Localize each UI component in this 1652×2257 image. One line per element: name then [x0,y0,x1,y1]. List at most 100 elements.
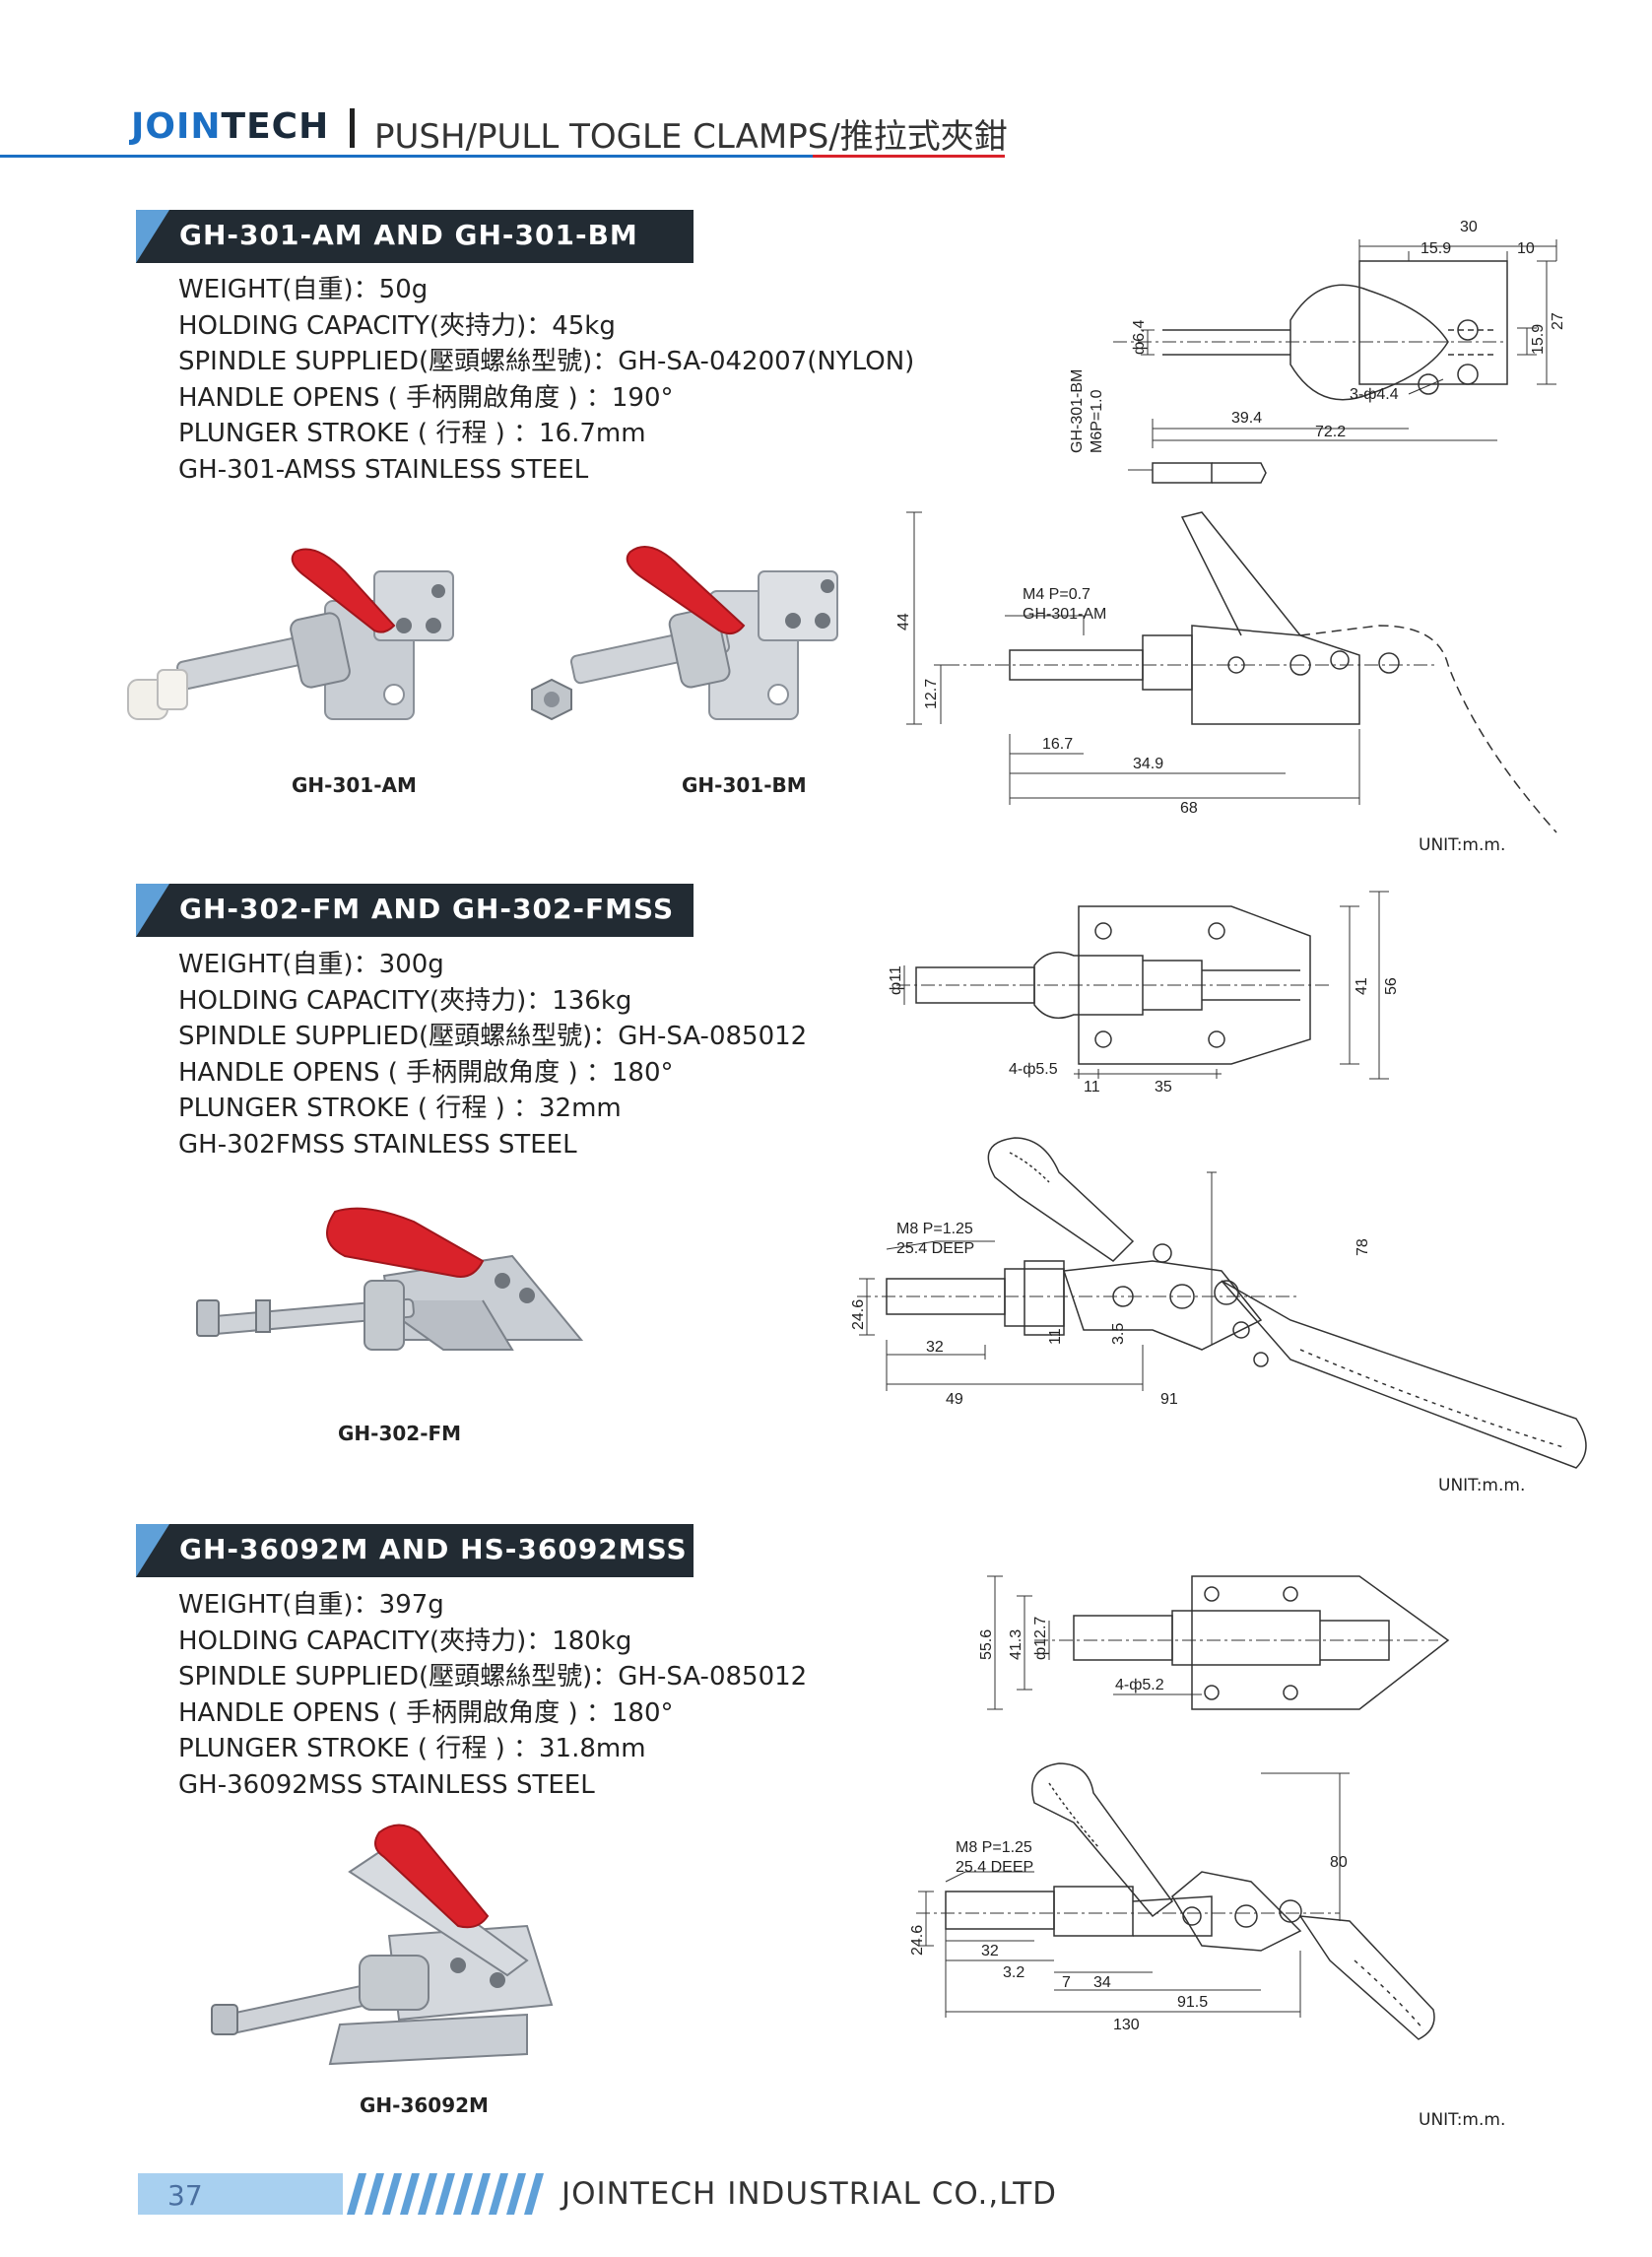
dim-label: 10 [1517,240,1535,257]
header-rule-red [813,155,1005,158]
section-title: GH-301-AM AND GH-301-BM [179,219,638,251]
dim-label: 41.3 [1008,1629,1024,1660]
dim-label: 3.2 [1003,1964,1024,1981]
technical-drawing-side-view-1: M4 P=0.7 GH-301-AM 44 12.7 16.7 34.9 68 [895,511,1557,833]
spec-handle-opens: HANDLE OPENS ( 手柄開啟角度 ) ：190° [178,382,674,413]
dim-label: 15.9 [1421,240,1451,257]
dim-label: 25.4 DEEP [896,1240,974,1257]
section-title: GH-302-FM AND GH-302-FMSS [179,893,675,925]
section-title: GH-36092M AND HS-36092MSS [179,1533,688,1565]
dim-label: M4 P=0.7 [1023,586,1090,603]
brand-logo: JOINTECH [131,106,329,147]
dim-label: 49 [946,1391,963,1408]
dim-label: 15.9 [1530,324,1547,355]
spec-weight: WEIGHT(自重)：300g [178,950,444,979]
dim-label: 12.7 [923,679,940,709]
spec-spindle: SPINDLE SUPPLIED(壓頭螺絲型號)：GH-SA-085012 [178,1662,808,1692]
technical-drawing-side-view-3: M8 P=1.25 25.4 DEEP 80 24.6 32 3.2 7 34 … [909,1762,1435,2040]
dim-label: 44 [895,613,912,631]
dim-label: 3-ф4.4 [1350,386,1399,403]
dim-label: 16.7 [1042,736,1073,753]
dim-label: 32 [926,1339,944,1356]
unit-label: UNIT:m.m. [1438,1476,1526,1495]
dim-label: 32 [981,1943,999,1959]
company-name: JOINTECH INDUSTRIAL CO.,LTD [562,2176,1058,2212]
product-photo-gh-302-fm [196,1207,584,1351]
spec-handle-opens: HANDLE OPENS ( 手柄開啟角度 ) ：180° [178,1057,674,1088]
spec-list-3: WEIGHT(自重)：397g HOLDING CAPACITY(夾持力)：18… [178,1587,807,1803]
spec-holding-capacity: HOLDING CAPACITY(夾持力)：136kg [178,985,632,1016]
dim-label: 4-ф5.5 [1009,1061,1058,1078]
dim-label: 4-ф5.2 [1115,1677,1164,1693]
dim-label: 34 [1093,1974,1111,1991]
product-photo-gh-301-bm [531,546,838,721]
spec-holding-capacity: HOLDING CAPACITY(夾持力)：180kg [178,1626,632,1656]
spec-plunger-stroke: PLUNGER STROKE ( 行程 ) ：16.7mm [178,419,646,448]
section-banner-2: GH-302-FM AND GH-302-FMSS [136,884,694,937]
dim-label: GH-301-BM [1069,369,1086,453]
page-number: 37 [167,2179,203,2212]
spec-list-1: WEIGHT(自重)：50g HOLDING CAPACITY(夾持力)：45k… [178,272,914,488]
technical-drawing-side-view-2: M8 P=1.25 25.4 DEEP 78 24.6 11 3.5 32 49… [850,1137,1587,1469]
spec-spindle: SPINDLE SUPPLIED(壓頭螺絲型號)：GH-SA-042007(NY… [178,347,915,376]
spec-list-2: WEIGHT(自重)：300g HOLDING CAPACITY(夾持力)：13… [178,947,807,1162]
header-rule-blue [0,155,813,158]
spec-plunger-stroke: PLUNGER STROKE ( 行程 ) ：32mm [178,1094,622,1123]
dim-label: 11 [1047,1328,1064,1345]
spec-stainless: GH-36092MSS STAINLESS STEEL [178,1769,595,1800]
dim-label: 55.6 [978,1629,995,1660]
spec-stainless: GH-302FMSS STAINLESS STEEL [178,1129,577,1160]
page-number-box: 37 [138,2173,343,2215]
dim-label: 35 [1155,1079,1172,1094]
dim-label: 3.5 [1110,1323,1127,1345]
dim-label: ф12.7 [1032,1617,1049,1660]
dim-label: 27 [1550,312,1566,330]
dim-label: 56 [1383,977,1400,995]
dim-label: 34.9 [1133,756,1163,772]
product-photo-gh-301-am [127,548,454,720]
dim-label: 30 [1460,219,1478,235]
photo-caption: GH-36092M [360,2093,489,2117]
dim-label: 72.2 [1315,424,1346,440]
spec-weight: WEIGHT(自重)：50g [178,275,429,304]
dim-label: M8 P=1.25 [956,1839,1032,1856]
dim-label: 24.6 [909,1925,926,1956]
section-banner-3: GH-36092M AND HS-36092MSS [136,1524,694,1577]
dim-label: 25.4 DEEP [956,1859,1033,1876]
spec-holding-capacity: HOLDING CAPACITY(夾持力)：45kg [178,310,616,341]
spec-plunger-stroke: PLUNGER STROKE ( 行程 ) ：31.8mm [178,1734,646,1763]
dim-label: ф11 [888,965,904,995]
page-title: PUSH/PULL TOGLE CLAMPS/推拉式夾鉗 [374,117,1008,157]
dim-label: 39.4 [1231,410,1262,427]
unit-label: UNIT:m.m. [1419,2110,1506,2130]
dim-label: GH-301-AM [1023,606,1106,623]
dim-label: M6P=1.0 [1089,389,1105,453]
brand-logo-part-b: TECH [221,106,330,147]
spec-weight: WEIGHT(自重)：397g [178,1590,444,1620]
photo-caption: GH-301-BM [682,773,807,797]
section-banner-1: GH-301-AM AND GH-301-BM [136,210,694,263]
technical-drawing-top-view-3: 55.6 41.3 ф12.7 4-ф5.2 [978,1575,1450,1710]
spec-spindle: SPINDLE SUPPLIED(壓頭螺絲型號)：GH-SA-085012 [178,1022,808,1051]
technical-drawing-top-view-2: ф11 41 56 4-ф5.5 11 35 [888,891,1400,1094]
unit-label: UNIT:m.m. [1419,835,1506,855]
dim-label: 80 [1330,1854,1348,1871]
header-separator [350,108,355,148]
dim-label: 24.6 [850,1299,867,1330]
dim-label: 68 [1180,800,1198,817]
dim-label: M8 P=1.25 [896,1221,973,1237]
dim-label: 11 [1084,1079,1100,1094]
photo-caption: GH-301-AM [292,773,417,797]
dim-label: ф6.4 [1131,319,1148,355]
footer-stripes [347,2173,544,2215]
dim-label: 91 [1160,1391,1178,1408]
spec-handle-opens: HANDLE OPENS ( 手柄開啟角度 ) ：180° [178,1697,674,1728]
brand-logo-part-a: JOIN [131,106,222,147]
photo-caption: GH-302-FM [338,1422,462,1445]
dim-label: 91.5 [1177,1994,1208,2011]
product-photo-gh-36092m [211,1824,554,2066]
dim-label: 41 [1354,977,1370,995]
spec-stainless: GH-301-AMSS STAINLESS STEEL [178,454,589,485]
dim-label: 130 [1113,2017,1140,2033]
technical-drawing-top-view-1: 30 15.9 10 ф6.4 15.9 27 3-ф4.4 39.4 72.2… [1069,219,1566,484]
